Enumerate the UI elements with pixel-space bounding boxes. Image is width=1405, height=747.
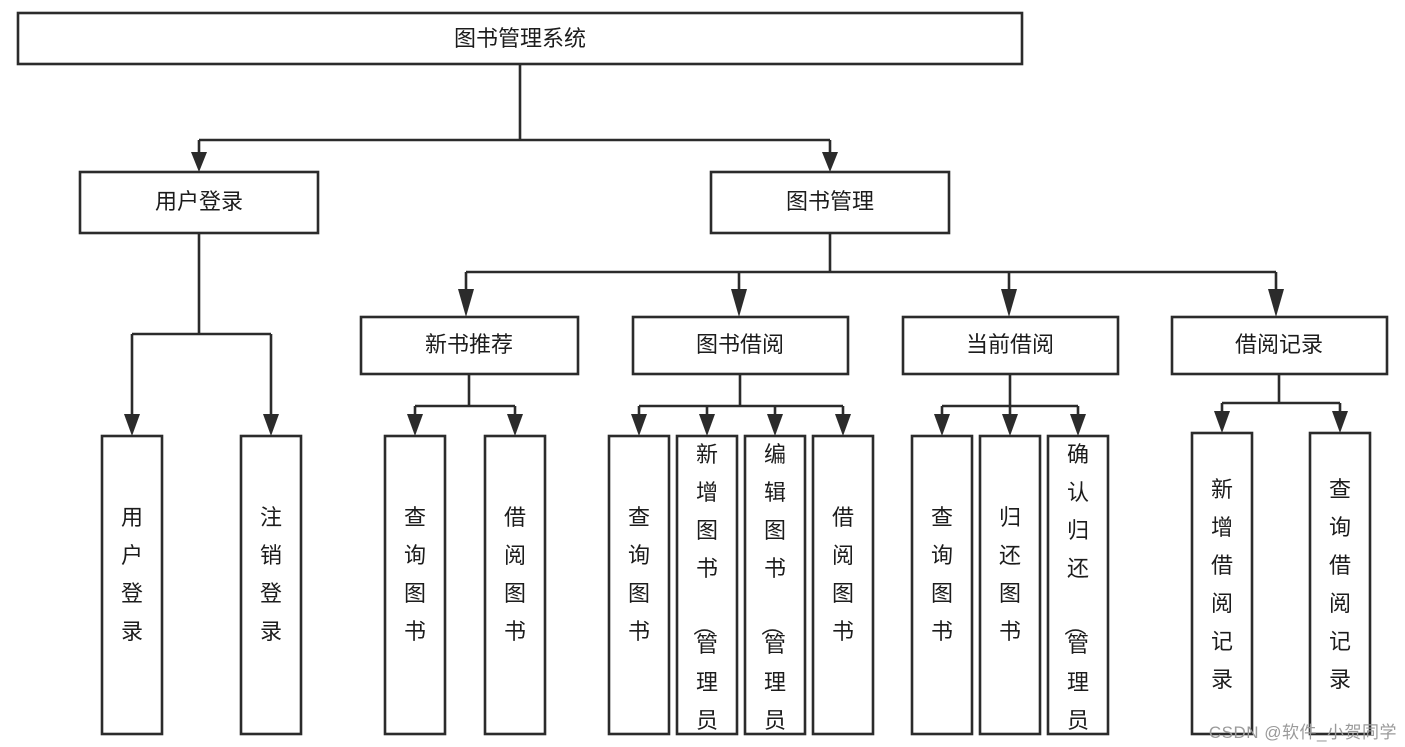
node-book-borrow-box[interactable] (631, 315, 850, 376)
arrow-to-leaf-borrow-book-2 (835, 414, 851, 436)
node-current-borrow-label: 当前借阅 (966, 332, 1054, 357)
leaf-user-login-label: 用户登录 (121, 505, 143, 644)
node-user-login-box[interactable] (78, 170, 320, 235)
node-book-manage-box[interactable] (709, 170, 951, 235)
arrow-to-leaf-confirm-return (1070, 414, 1086, 436)
arrow-to-leaf-borrow-book-1 (507, 414, 523, 436)
leaf-return-book[interactable]: 归还图书 (978, 434, 1042, 736)
leaf-borrow-book-1-box[interactable] (483, 434, 547, 736)
node-root-box[interactable] (16, 11, 1024, 66)
arrow-to-leaf-query-book-2 (631, 414, 647, 436)
node-new-book-recommend-box[interactable] (359, 315, 580, 376)
leaf-query-record-box[interactable] (1308, 431, 1372, 736)
arrow-to-user-login (191, 152, 207, 172)
leaf-add-record-label: 新增借阅记录 (1211, 477, 1233, 692)
arrow-to-book-manage (822, 152, 838, 172)
arrow-to-leaf-return-book (1002, 414, 1018, 436)
edges-layer (124, 64, 1348, 436)
node-book-manage-label: 图书管理 (786, 189, 874, 214)
leaf-logout-login-box[interactable] (239, 434, 303, 736)
arrow-to-leaf-edit-book (767, 414, 783, 436)
leaf-query-book-2-box[interactable] (607, 434, 671, 736)
arrow-to-leaf-add-record (1214, 411, 1230, 433)
leaf-query-book-3-label: 查询图书 (931, 505, 953, 644)
leaf-borrow-book-1-label: 借阅图书 (504, 505, 526, 644)
node-user-login-label: 用户登录 (155, 189, 243, 214)
leaf-query-book-1-box[interactable] (383, 434, 447, 736)
node-borrow-record-label: 借阅记录 (1235, 332, 1323, 357)
leaf-edit-book-box[interactable] (743, 434, 807, 736)
leaf-add-book-label: 新增图书（管理员） (691, 442, 718, 747)
node-root[interactable]: 图书管理系统 (16, 11, 1024, 66)
leaf-query-record[interactable]: 查询借阅记录 (1308, 431, 1372, 736)
leaf-query-book-2-label: 查询图书 (628, 505, 650, 644)
leaf-query-book-1[interactable]: 查询图书 (383, 434, 447, 736)
leaf-edit-book-label: 编辑图书（管理员） (759, 442, 786, 747)
leaf-borrow-book-1[interactable]: 借阅图书 (483, 434, 547, 736)
arrow-to-leaf-logout-login (263, 414, 279, 436)
leaf-query-book-2[interactable]: 查询图书 (607, 434, 671, 736)
node-user-login[interactable]: 用户登录 (78, 170, 320, 235)
leaf-borrow-book-2[interactable]: 借阅图书 (811, 434, 875, 736)
leaf-query-book-1-label: 查询图书 (404, 505, 426, 644)
arrow-to-leaf-query-book-3 (934, 414, 950, 436)
leaf-user-login-box[interactable] (100, 434, 164, 736)
arrow-to-leaf-query-record (1332, 411, 1348, 433)
arrow-to-book-borrow (731, 289, 747, 317)
leaf-return-book-box[interactable] (978, 434, 1042, 736)
leaf-borrow-book-2-box[interactable] (811, 434, 875, 736)
leaf-edit-book[interactable]: 编辑图书（管理员） (743, 434, 807, 747)
node-book-borrow[interactable]: 图书借阅 (631, 315, 850, 376)
arrow-to-leaf-user-login (124, 414, 140, 436)
leaf-add-book[interactable]: 新增图书（管理员） (675, 434, 739, 747)
node-new-book-recommend[interactable]: 新书推荐 (359, 315, 580, 376)
node-root-label: 图书管理系统 (454, 26, 586, 51)
leaf-add-book-box[interactable] (675, 434, 739, 736)
leaf-confirm-return[interactable]: 确认归还（管理员） (1046, 434, 1110, 747)
arrow-to-current-borrow (1001, 289, 1017, 317)
leaf-add-record[interactable]: 新增借阅记录 (1190, 431, 1254, 736)
leaf-confirm-return-label: 确认归还（管理员） (1062, 442, 1089, 747)
node-current-borrow-box[interactable] (901, 315, 1120, 376)
node-book-manage[interactable]: 图书管理 (709, 170, 951, 235)
leaf-return-book-label: 归还图书 (999, 505, 1021, 644)
node-new-book-recommend-label: 新书推荐 (425, 332, 513, 357)
leaf-logout-login-label: 注销登录 (260, 505, 282, 644)
node-current-borrow[interactable]: 当前借阅 (901, 315, 1120, 376)
arrow-to-borrow-record (1268, 289, 1284, 317)
node-book-borrow-label: 图书借阅 (696, 332, 784, 357)
arrow-to-leaf-add-book (699, 414, 715, 436)
node-borrow-record-box[interactable] (1170, 315, 1389, 376)
leaf-query-record-label: 查询借阅记录 (1329, 477, 1351, 692)
node-borrow-record[interactable]: 借阅记录 (1170, 315, 1389, 376)
leaf-confirm-return-box[interactable] (1046, 434, 1110, 736)
leaf-add-record-box[interactable] (1190, 431, 1254, 736)
arrow-to-leaf-query-book-1 (407, 414, 423, 436)
leaf-query-book-3-box[interactable] (910, 434, 974, 736)
leaf-query-book-3[interactable]: 查询图书 (910, 434, 974, 736)
arrow-to-new-book-recommend (458, 289, 474, 317)
leaf-borrow-book-2-label: 借阅图书 (832, 505, 854, 644)
leaf-logout-login[interactable]: 注销登录 (239, 434, 303, 736)
leaf-user-login[interactable]: 用户登录 (100, 434, 164, 736)
